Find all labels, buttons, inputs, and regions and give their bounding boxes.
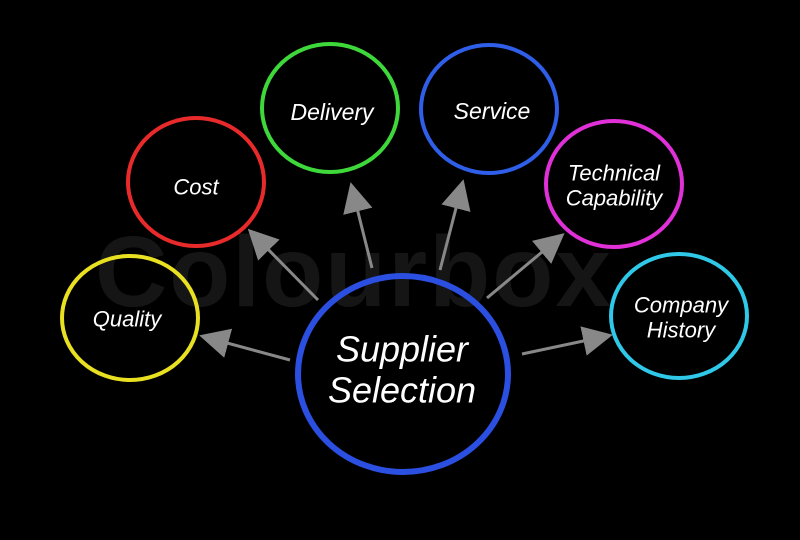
node-label-company-history: Company History: [633, 292, 729, 343]
node-circle-technical-capability: [544, 119, 684, 249]
arrow-service: [438, 179, 471, 271]
center-circle: [295, 273, 511, 475]
node-circle-cost: [126, 116, 266, 248]
node-label-delivery: Delivery: [290, 98, 374, 125]
node-label-cost: Cost: [173, 174, 219, 200]
center-label: Supplier Selection: [327, 328, 477, 411]
node-circle-delivery: [260, 42, 400, 174]
arrow-company-history: [521, 326, 613, 356]
arrow-delivery: [343, 182, 374, 269]
node-label-service: Service: [453, 97, 531, 124]
watermark: Colourbox: [95, 216, 613, 328]
node-circle-quality: [60, 254, 200, 382]
arrow-cost: [247, 228, 320, 302]
arrow-quality: [199, 328, 291, 362]
node-circle-company-history: [609, 252, 749, 380]
node-circle-service: [419, 43, 559, 175]
node-label-quality: Quality: [92, 306, 162, 332]
node-label-technical-capability: Technical Capability: [565, 160, 663, 211]
arrow-technical-capability: [486, 233, 565, 300]
